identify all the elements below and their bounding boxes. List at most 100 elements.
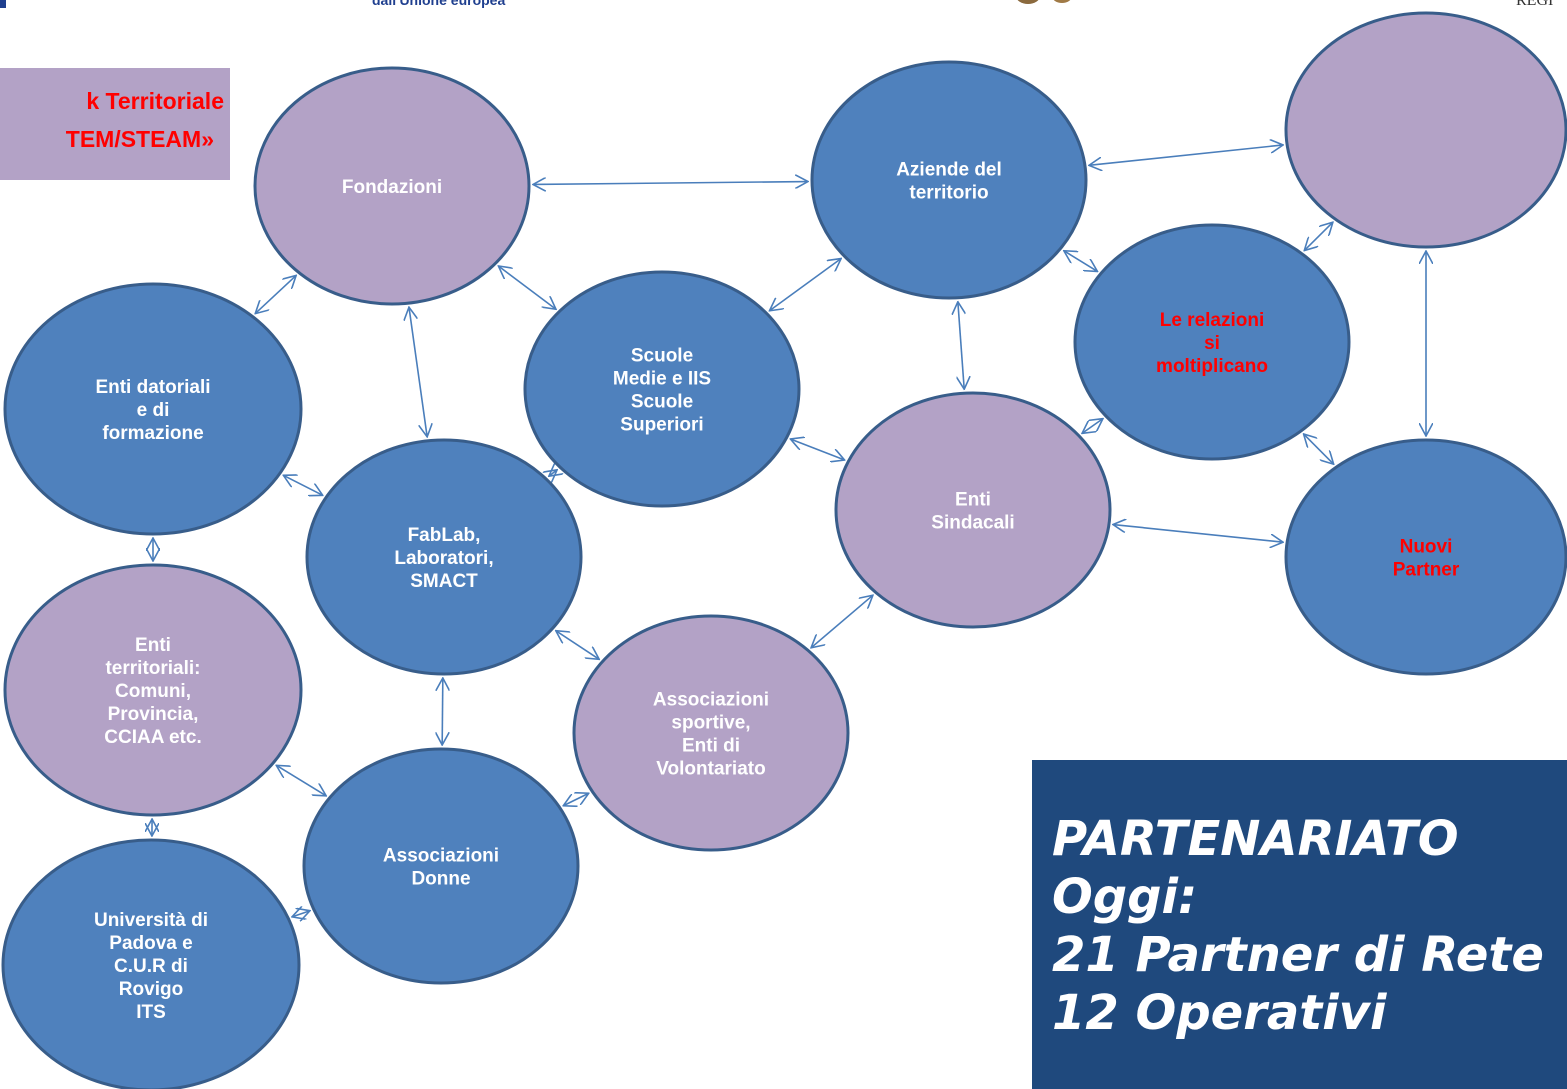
arrow-scuole-enti-sindacali — [790, 439, 844, 460]
node-label-enti-sindacali-line-2: Sindacali — [931, 513, 1014, 534]
node-label-aziende-line-2: territorio — [909, 183, 988, 204]
node-ellipse-associazioni-sportive — [572, 614, 850, 852]
arrow-fablab-associazioni-donne — [442, 678, 443, 745]
node-label-associazioni-sportive-line-3: Enti di — [682, 736, 740, 757]
arrow-aziende-relazioni — [1064, 251, 1098, 272]
node-label-relazioni-line-1: Le relazioni — [1160, 310, 1265, 331]
arrow-scuole-fablab — [549, 470, 557, 476]
region-logo-text: REGI — [1516, 0, 1554, 9]
summary-line-3: 21 Partner di Rete — [1052, 927, 1544, 983]
node-label-enti-territoriali-line-4: Provincia, — [108, 704, 199, 725]
arrow-fondazioni-enti-datoriali — [255, 275, 296, 313]
summary-line-2: Oggi: — [1052, 869, 1198, 925]
node-label-fablab-line-2: Laboratori, — [394, 548, 493, 569]
node-label-scuole-line-4: Superiori — [620, 415, 703, 436]
network-title-line-2: TEM/STEAM» — [65, 126, 214, 152]
node-label-associazioni-sportive-line-2: sportive, — [671, 713, 750, 734]
node-ellipse-scuole — [523, 270, 801, 508]
node-label-associazioni-donne-line-2: Donne — [411, 869, 470, 890]
summary-line-4: 12 Operativi — [1052, 985, 1387, 1041]
arrow-fablab-associazioni-sportive — [556, 631, 599, 660]
connection-arrows — [152, 145, 1426, 917]
node-ellipse-enti-territoriali — [3, 563, 303, 817]
node-fablab: FabLab,Laboratori,SMACT — [305, 438, 583, 676]
node-label-fondazioni-line-1: Fondazioni — [342, 177, 442, 198]
node-label-enti-territoriali-line-2: territoriali: — [105, 658, 200, 679]
arrow-fondazioni-fablab — [409, 307, 427, 437]
node-label-fablab-line-3: SMACT — [410, 571, 478, 592]
arrow-enti-sindacali-nuovi-partner — [1113, 525, 1283, 543]
node-label-aziende-line-1: Aziende del — [896, 160, 1002, 181]
node-label-scuole-line-2: Medie e IIS — [613, 369, 711, 390]
node-ellipse-top-right — [1284, 11, 1567, 249]
node-label-scuole-line-1: Scuole — [631, 346, 693, 367]
node-ellipse-universita — [1, 838, 301, 1089]
node-label-associazioni-sportive-line-4: Volontariato — [656, 759, 765, 780]
arrow-relazioni-enti-sindacali — [1082, 419, 1103, 434]
arrow-top-right-relazioni — [1304, 222, 1333, 250]
arrow-relazioni-nuovi-partner — [1304, 434, 1334, 464]
network-title-line-1: k Territoriale — [86, 88, 224, 114]
arrow-aziende-scuole — [769, 259, 841, 311]
arrow-aziende-enti-sindacali — [958, 302, 964, 389]
node-label-relazioni-line-2: si — [1204, 333, 1220, 354]
summary-line-1: PARTENARIATO — [1052, 811, 1459, 867]
node-label-enti-territoriali-line-5: CCIAA etc. — [104, 727, 201, 748]
node-label-nuovi-partner-line-2: Partner — [1393, 560, 1460, 581]
node-ellipse-enti-datoriali — [3, 282, 303, 536]
node-fondazioni: Fondazioni — [253, 66, 531, 306]
node-label-associazioni-sportive-line-1: Associazioni — [653, 690, 769, 711]
arrow-enti-datoriali-fablab — [283, 475, 322, 495]
node-label-universita-line-4: Rovigo — [119, 979, 183, 1000]
arrow-aziende-top-right — [1089, 145, 1283, 165]
node-ellipse-associazioni-donne — [302, 747, 580, 985]
network-title-box: k Territoriale TEM/STEAM» — [0, 68, 230, 180]
node-label-universita-line-1: Università di — [94, 910, 208, 931]
node-ellipse-nuovi-partner — [1284, 438, 1567, 676]
partnership-summary-box: PARTENARIATO Oggi: 21 Partner di Rete 12… — [1032, 760, 1567, 1089]
arrow-fondazioni-aziende — [533, 182, 808, 185]
node-label-enti-datoriali-line-3: formazione — [102, 423, 203, 444]
node-label-associazioni-donne-line-1: Associazioni — [383, 846, 499, 867]
node-label-enti-datoriali-line-1: Enti datoriali — [95, 377, 210, 398]
node-ellipse-fondazioni — [253, 66, 531, 306]
arrow-enti-sindacali-associazioni-sportive — [811, 595, 873, 648]
node-top-right — [1284, 11, 1567, 249]
node-enti-territoriali: Entiterritoriali:Comuni,Provincia,CCIAA … — [3, 563, 303, 817]
eu-funding-caption: dall'Unione europea — [372, 0, 506, 8]
node-label-universita-line-3: C.U.R di — [114, 956, 188, 977]
eu-flag-logo — [0, 0, 6, 8]
arrow-associazioni-sportive-associazioni-donne — [563, 793, 588, 806]
node-label-relazioni-line-3: moltiplicano — [1156, 356, 1268, 377]
node-label-universita-line-5: ITS — [136, 1002, 166, 1023]
arrow-enti-territoriali-associazioni-donne — [276, 765, 326, 795]
region-emblem-icon — [1017, 0, 1071, 4]
node-label-scuole-line-3: Scuole — [631, 392, 693, 413]
node-ellipse-relazioni — [1073, 223, 1351, 461]
node-label-enti-territoriali-line-3: Comuni, — [115, 681, 191, 702]
node-label-nuovi-partner-line-1: Nuovi — [1400, 537, 1453, 558]
header-logo-strip: dall'Unione europea REGI — [0, 0, 1567, 12]
node-label-enti-datoriali-line-2: e di — [137, 400, 170, 421]
node-label-universita-line-2: Padova e — [109, 933, 192, 954]
node-ellipse-enti-sindacali — [834, 391, 1112, 629]
arrow-fondazioni-scuole — [498, 266, 556, 309]
node-ellipse-fablab — [305, 438, 583, 676]
node-label-fablab-line-1: FabLab, — [408, 525, 481, 546]
arrow-associazioni-donne-universita — [292, 911, 310, 917]
node-ellipse-aziende — [810, 60, 1088, 300]
node-label-enti-sindacali-line-1: Enti — [955, 490, 991, 511]
node-label-enti-territoriali-line-1: Enti — [135, 635, 171, 656]
